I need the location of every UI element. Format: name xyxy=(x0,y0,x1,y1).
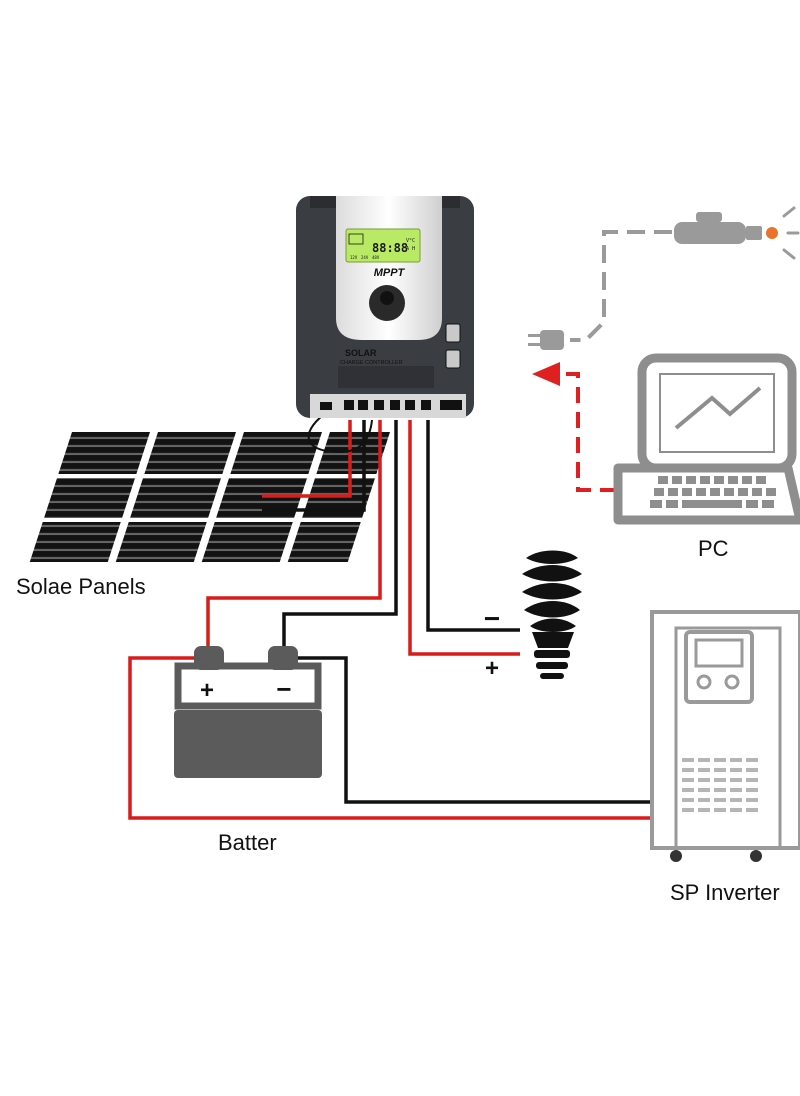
load-plus-label: + xyxy=(485,655,499,682)
solar-panel-cell xyxy=(316,432,390,474)
lcd-volts-48: 48V xyxy=(372,255,380,260)
load-positive-wire xyxy=(408,420,520,656)
inverter-panel xyxy=(684,630,754,704)
solar-panels-label: Solae Panels xyxy=(16,574,146,599)
inverter-knob xyxy=(696,674,712,690)
pc-label: PC xyxy=(698,536,729,561)
inverter-label: SP Inverter xyxy=(670,880,780,905)
load-minus-label: − xyxy=(484,603,500,634)
controller-charge-label: CHARGE CONTROLLER xyxy=(340,360,403,366)
controller-cover xyxy=(338,366,434,388)
inverter-front xyxy=(674,626,782,850)
solar-panel-array xyxy=(29,432,390,562)
keyboard xyxy=(650,476,776,508)
inverter-display xyxy=(694,638,744,668)
battery-body xyxy=(174,710,322,778)
accessory-link xyxy=(570,230,672,342)
solar-panel-cell xyxy=(115,522,207,562)
controller-solar-label: SOLAR xyxy=(345,348,377,358)
solar-panel-cell xyxy=(58,432,150,474)
car-charger-icon xyxy=(674,206,800,260)
sensor-port xyxy=(320,402,332,410)
terminal xyxy=(358,400,368,410)
terminal xyxy=(374,400,384,410)
solar-panel-cell xyxy=(302,478,376,518)
controller-button-cap xyxy=(380,291,394,305)
lcd-volts-12: 12V xyxy=(350,255,358,260)
battery-minus-label: − xyxy=(276,674,291,704)
lcd-volts-24: 24V xyxy=(361,255,369,260)
solar-panel-cell xyxy=(287,522,361,562)
inverter-body xyxy=(650,610,800,850)
lcd-unit-top: V°C xyxy=(406,238,415,244)
inverter-icon xyxy=(650,610,800,862)
battery-plus-label: + xyxy=(200,677,214,704)
terminal xyxy=(421,400,431,410)
inverter-wheel xyxy=(670,850,682,862)
laptop-icon xyxy=(613,353,800,525)
plug-icon xyxy=(528,330,564,350)
terminal xyxy=(344,400,354,410)
light-rays xyxy=(782,206,800,260)
panel-negative-wire xyxy=(262,420,366,512)
inverter-wheel xyxy=(750,850,762,862)
solar-panel-cell xyxy=(230,432,322,474)
solar-panel-cell xyxy=(144,432,236,474)
battery-negative-wire xyxy=(282,420,398,648)
inverter-positive-wire xyxy=(128,656,650,820)
charge-controller: 88:88 V°C A H 12V 24V 48V MPPT SOLAR CHA… xyxy=(296,196,474,418)
lcd-panel-icon xyxy=(348,233,364,245)
terminal xyxy=(390,400,400,410)
battery-top xyxy=(174,662,322,710)
battery-positive-wire xyxy=(206,420,382,648)
inverter-vents xyxy=(682,758,758,812)
usb-port[interactable] xyxy=(445,323,461,343)
controller-brand: MPPT xyxy=(374,267,406,279)
inverter-negative-wire xyxy=(296,656,650,804)
lcd-digits: 88:88 xyxy=(372,241,408,255)
solar-panel-cell xyxy=(44,478,136,518)
lcd-unit-bottom: A H xyxy=(406,246,415,252)
usb-arrow-icon xyxy=(532,362,560,386)
solar-panel-cell xyxy=(201,522,293,562)
battery-label: Batter xyxy=(218,830,277,855)
usb-port[interactable] xyxy=(445,349,461,369)
load-negative-wire xyxy=(426,420,520,632)
panel-positive-wire xyxy=(262,420,352,498)
solar-panel-cell xyxy=(29,522,121,562)
inverter-knob xyxy=(724,674,740,690)
controller-lcd xyxy=(345,228,421,263)
wires xyxy=(128,409,650,820)
terminal-aux xyxy=(440,400,462,410)
bulb-icon xyxy=(522,550,582,679)
terminal xyxy=(405,400,415,410)
solar-panel-cell xyxy=(216,478,308,518)
battery-icon: + − xyxy=(174,646,322,778)
pc-usb-link xyxy=(556,372,616,492)
sensor-wire xyxy=(307,409,373,454)
solar-panel-cell xyxy=(130,478,222,518)
